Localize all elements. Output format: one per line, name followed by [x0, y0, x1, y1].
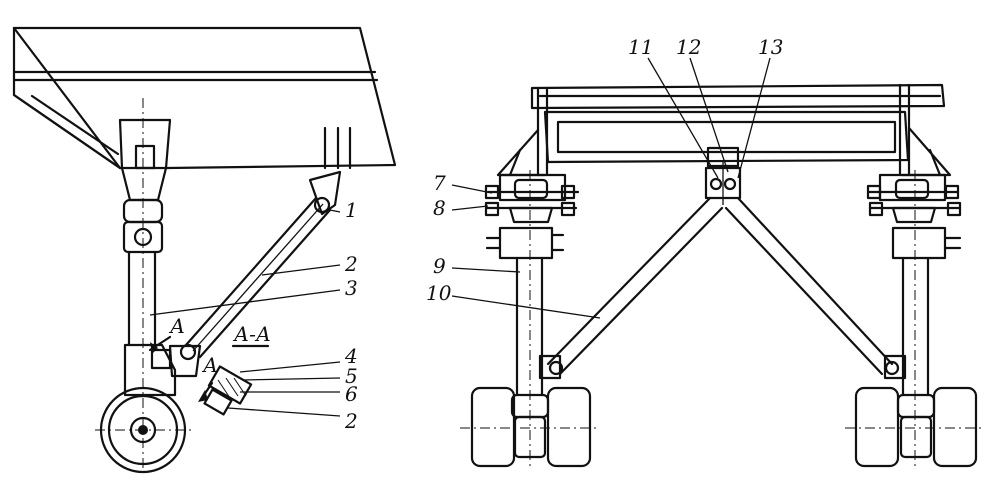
label-13: 13 — [758, 35, 783, 59]
section-a-a-detail — [203, 344, 270, 416]
section-mark-a-upper: А — [168, 314, 185, 338]
right-bracket — [866, 170, 962, 470]
label-4: 4 — [344, 344, 358, 368]
right-leader-lines — [451, 57, 771, 319]
label-2-top: 2 — [344, 252, 358, 276]
right-view-front-elevation: 7 8 9 10 11 12 13 — [426, 35, 985, 470]
diagonal-brace — [168, 170, 342, 378]
right-strut — [883, 256, 936, 459]
body-frame — [12, 26, 397, 170]
right-view-wheels — [460, 386, 985, 468]
label-3: 3 — [345, 276, 358, 300]
left-bracket — [484, 170, 580, 470]
left-leader-lines — [149, 209, 341, 417]
section-title: А-А — [232, 322, 271, 346]
diagonal-braces — [546, 196, 900, 376]
section-mark-a-lower: А — [201, 353, 218, 377]
left-wheel — [95, 386, 195, 474]
label-8: 8 — [433, 196, 446, 220]
label-2-bottom: 2 — [344, 409, 358, 433]
label-12: 12 — [676, 35, 701, 59]
label-5: 5 — [345, 364, 358, 388]
label-7: 7 — [433, 171, 446, 195]
top-beam — [496, 83, 952, 177]
label-6: 6 — [345, 382, 358, 406]
centre-clevis — [704, 160, 742, 205]
label-1: 1 — [345, 198, 358, 222]
left-view-side-elevation: А А 1 2 3 А-А 4 5 6 2 — [12, 26, 397, 474]
left-strut — [510, 256, 562, 459]
vertical-strut — [118, 98, 177, 470]
label-11: 11 — [628, 35, 653, 59]
label-10: 10 — [426, 281, 452, 305]
label-9: 9 — [433, 254, 446, 278]
